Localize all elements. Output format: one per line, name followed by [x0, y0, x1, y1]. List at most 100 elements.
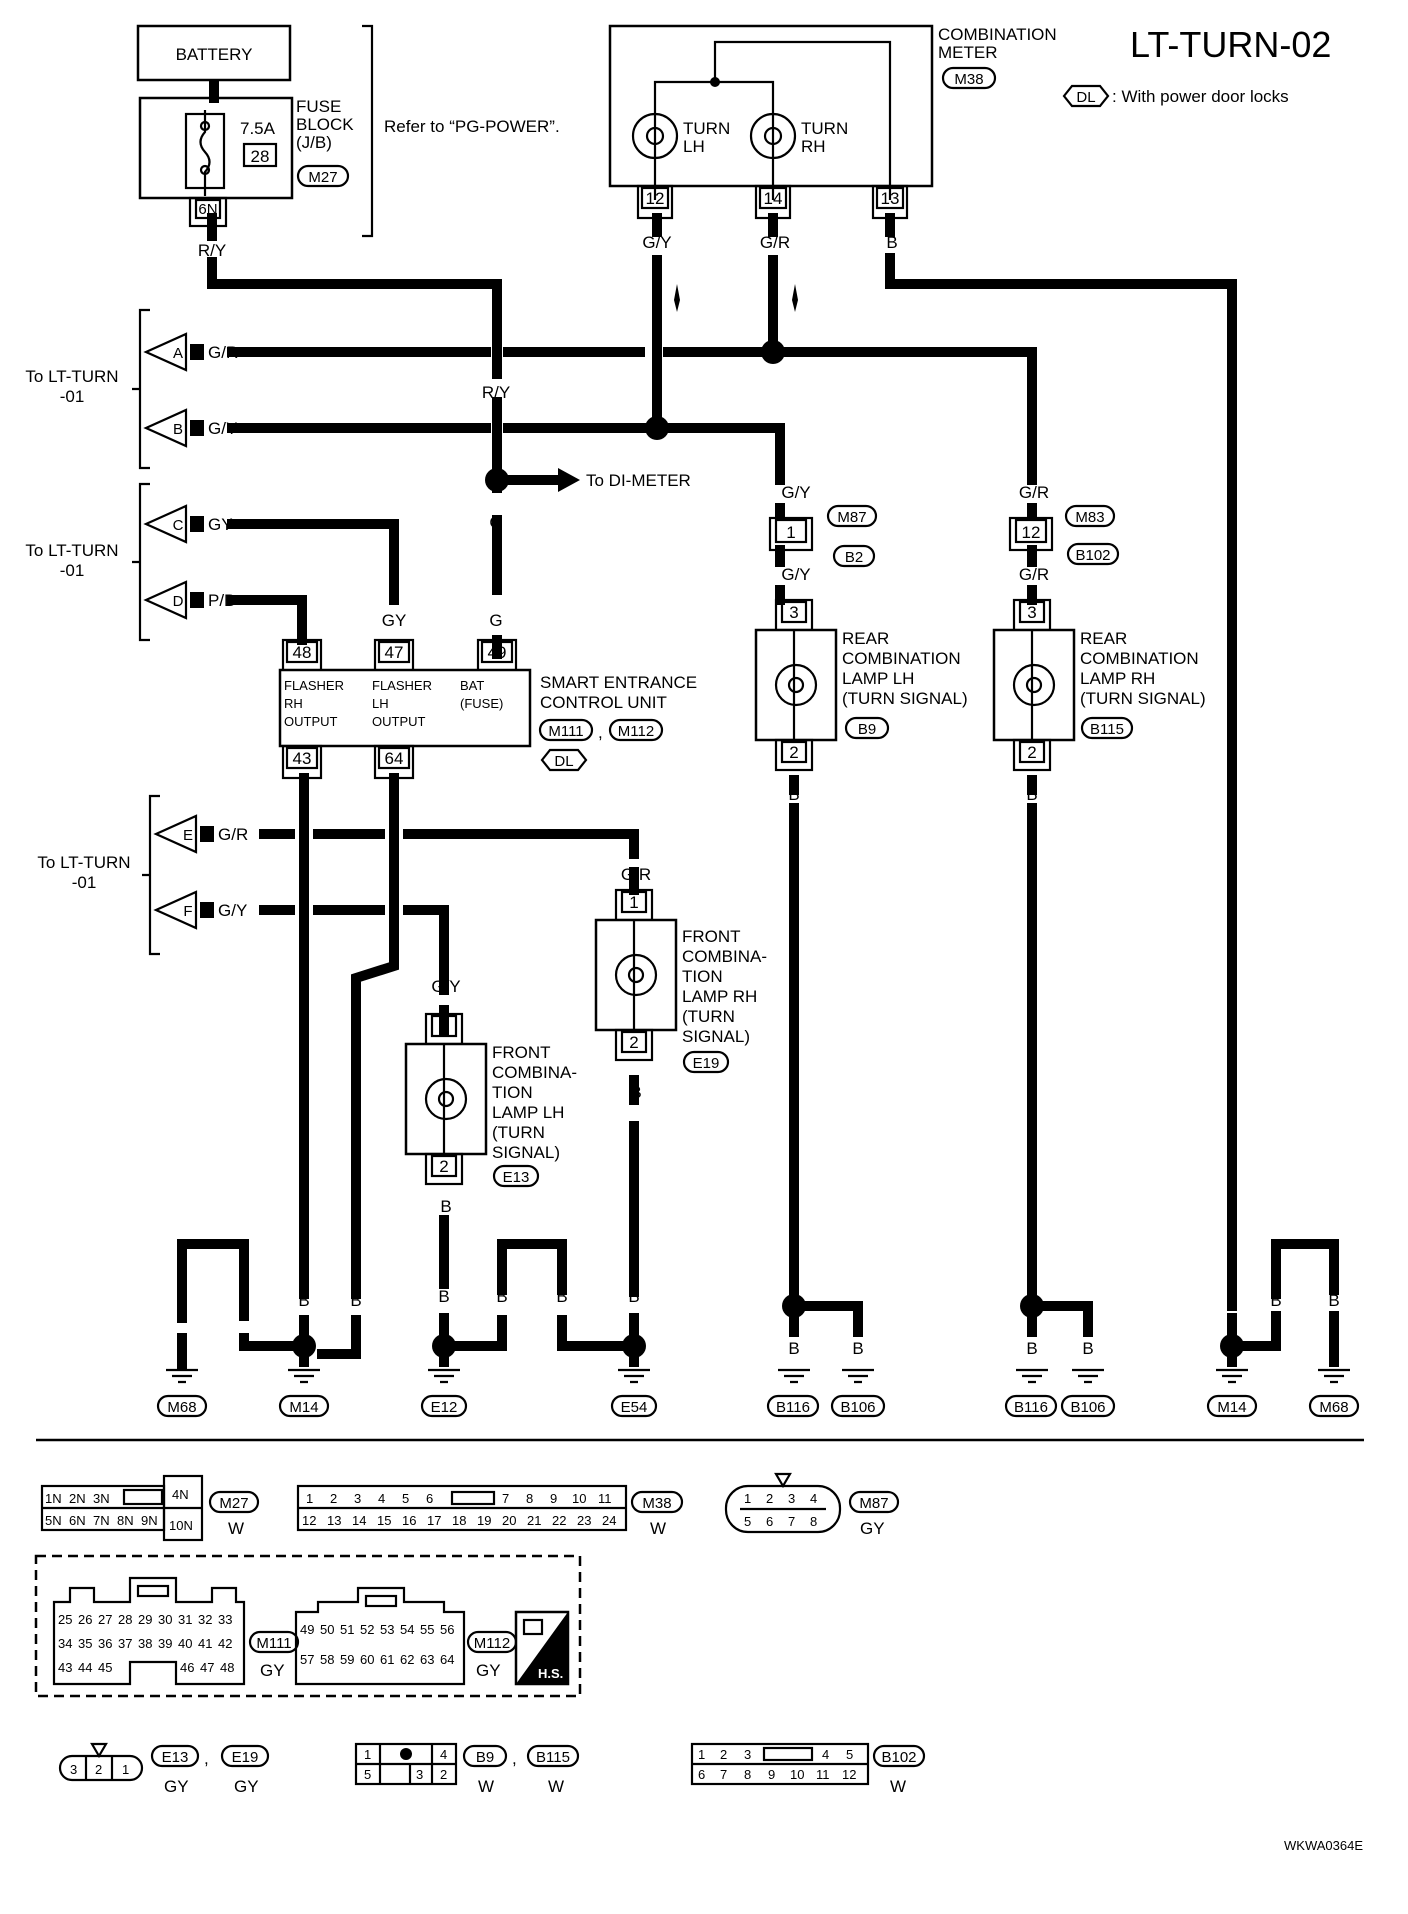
connector-view-m87: 1 2 3 4 5 6 7 8 M87 GY [724, 1472, 900, 1538]
turn-lh-lamp [631, 112, 679, 160]
secu-pin-43: 43 [293, 749, 312, 768]
front-lh-wire-top: G/Y [431, 977, 460, 996]
b9-5: 5 [364, 1767, 371, 1782]
m112-61: 61 [380, 1652, 394, 1667]
gnd-wire-1: B [176, 1291, 187, 1310]
gnd-wire-8: B [628, 1287, 639, 1306]
m27-1n: 1N [45, 1491, 62, 1506]
secu-flasher-lh-3: OUTPUT [372, 714, 426, 729]
front-lh-label-4: LAMP LH [492, 1103, 564, 1122]
offpage-a-wire: G/R [208, 343, 238, 362]
b115-color: W [548, 1777, 564, 1796]
rear-lh-wire-top: G/Y [781, 483, 810, 502]
e13-sep: , [204, 1749, 209, 1768]
fuse-number: 28 [251, 147, 270, 166]
secu-out-wire-2: B [388, 787, 399, 806]
e13-pin-1: 1 [122, 1762, 129, 1777]
m38-2: 2 [330, 1491, 337, 1506]
rear-combination-lamp-rh: G/R 12 M83 B102 G/R 3 2 REAR COMBINATION… [992, 483, 1206, 804]
front-rh-label-3: TION [682, 967, 723, 986]
m27-10n: 10N [169, 1518, 193, 1533]
b102-1: 1 [698, 1747, 705, 1762]
m111-36: 36 [98, 1636, 112, 1651]
gnd-wire-2: B [238, 1291, 249, 1310]
b102-12: 12 [842, 1767, 856, 1782]
m111-29: 29 [138, 1612, 152, 1627]
e13-color: GY [164, 1777, 189, 1796]
b9-sep: , [512, 1749, 517, 1768]
m111-33: 33 [218, 1612, 232, 1627]
m87-color: GY [860, 1519, 885, 1538]
offpage-e-wire: G/R [218, 825, 248, 844]
m87-8: 8 [810, 1514, 817, 1529]
m111-43: 43 [58, 1660, 72, 1675]
front-rh-label-5: (TURN [682, 1007, 735, 1026]
b102-4: 4 [822, 1747, 829, 1762]
m27-4n: 4N [172, 1487, 189, 1502]
m111-37: 37 [118, 1636, 132, 1651]
legend-dl: DL : With power door locks [1062, 84, 1289, 108]
m38-7: 7 [502, 1491, 509, 1506]
m112-52: 52 [360, 1622, 374, 1637]
rear-rh-conn-b115: B115 [1090, 721, 1124, 738]
gnd-m14-a: M14 [289, 1399, 318, 1416]
gnd-wire-14: B [1270, 1291, 1281, 1310]
secu-dl-tag: DL [554, 753, 573, 770]
offpage-c: C [173, 517, 184, 534]
m111-34: 34 [58, 1636, 72, 1651]
connector-view-b102: 1 2 3 4 5 6 7 8 9 10 11 12 B102 W [690, 1742, 926, 1796]
rear-combination-lamp-lh: G/Y 1 M87 B2 G/Y 3 2 REAR COMBINATION LA… [754, 483, 968, 804]
refer-pg-power: Refer to “PG-POWER”. [384, 117, 560, 136]
rear-lh-conn-b2: B2 [845, 549, 863, 566]
rear-rh-conn-b102: B102 [1075, 547, 1110, 564]
m87-name: M87 [859, 1495, 888, 1512]
front-rh-pin-bot: 2 [629, 1033, 638, 1052]
gnd-m68-a: M68 [167, 1399, 196, 1416]
m38-12: 12 [302, 1513, 316, 1528]
front-lh-conn-e13: E13 [503, 1169, 530, 1186]
front-lh-wire-bot: B [440, 1197, 451, 1216]
b102-7: 7 [720, 1767, 727, 1782]
m112-55: 55 [420, 1622, 434, 1637]
legend-dl-text: : With power door locks [1112, 87, 1289, 106]
m27-9n: 9N [141, 1513, 158, 1528]
b102-10: 10 [790, 1767, 804, 1782]
m111-45: 45 [98, 1660, 112, 1675]
m111-25: 25 [58, 1612, 72, 1627]
meter-wire-b: B [886, 233, 897, 252]
m112-50: 50 [320, 1622, 334, 1637]
front-lh-label-3: TION [492, 1083, 533, 1102]
fuse-label-3: (J/B) [296, 133, 332, 152]
rear-rh-label-3: LAMP RH [1080, 669, 1155, 688]
document-id: WKWA0364E [1284, 1838, 1363, 1853]
m112-54: 54 [400, 1622, 414, 1637]
rear-rh-label-1: REAR [1080, 629, 1127, 648]
gnd-wire-3: B [298, 1291, 309, 1310]
b102-8: 8 [744, 1767, 751, 1782]
offpage-label-ef-2: -01 [72, 873, 97, 892]
rear-rh-wire-bot: B [1026, 785, 1037, 804]
gnd-wire-11: B [1026, 1339, 1037, 1358]
b9-color: W [478, 1777, 494, 1796]
front-lh-label-5: (TURN [492, 1123, 545, 1142]
m38-22: 22 [552, 1513, 566, 1528]
front-rh-label-6: SIGNAL) [682, 1027, 750, 1046]
turn-rh-label-2: RH [801, 137, 826, 156]
front-lh-label-2: COMBINA- [492, 1063, 577, 1082]
rear-lh-bulb [774, 663, 818, 707]
m111-31: 31 [178, 1612, 192, 1627]
meter-connector-m38: M38 [954, 71, 983, 88]
offpage-b: B [173, 421, 183, 438]
e19-color: GY [234, 1777, 259, 1796]
m111-39: 39 [158, 1636, 172, 1651]
ground-wire-tags: B B B B B B B B B B B B B B B [176, 1287, 1339, 1358]
b102-11: 11 [816, 1767, 830, 1782]
gnd-wire-9: B [788, 1339, 799, 1358]
m112-56: 56 [440, 1622, 454, 1637]
secu-out-wire-1: B [298, 787, 309, 806]
b102-color: W [890, 1777, 906, 1796]
m27-7n: 7N [93, 1513, 110, 1528]
secu-flasher-rh-2: RH [284, 696, 303, 711]
offpage-d-wire: P/B [208, 591, 235, 610]
rear-rh-conn-m83: M83 [1075, 509, 1104, 526]
